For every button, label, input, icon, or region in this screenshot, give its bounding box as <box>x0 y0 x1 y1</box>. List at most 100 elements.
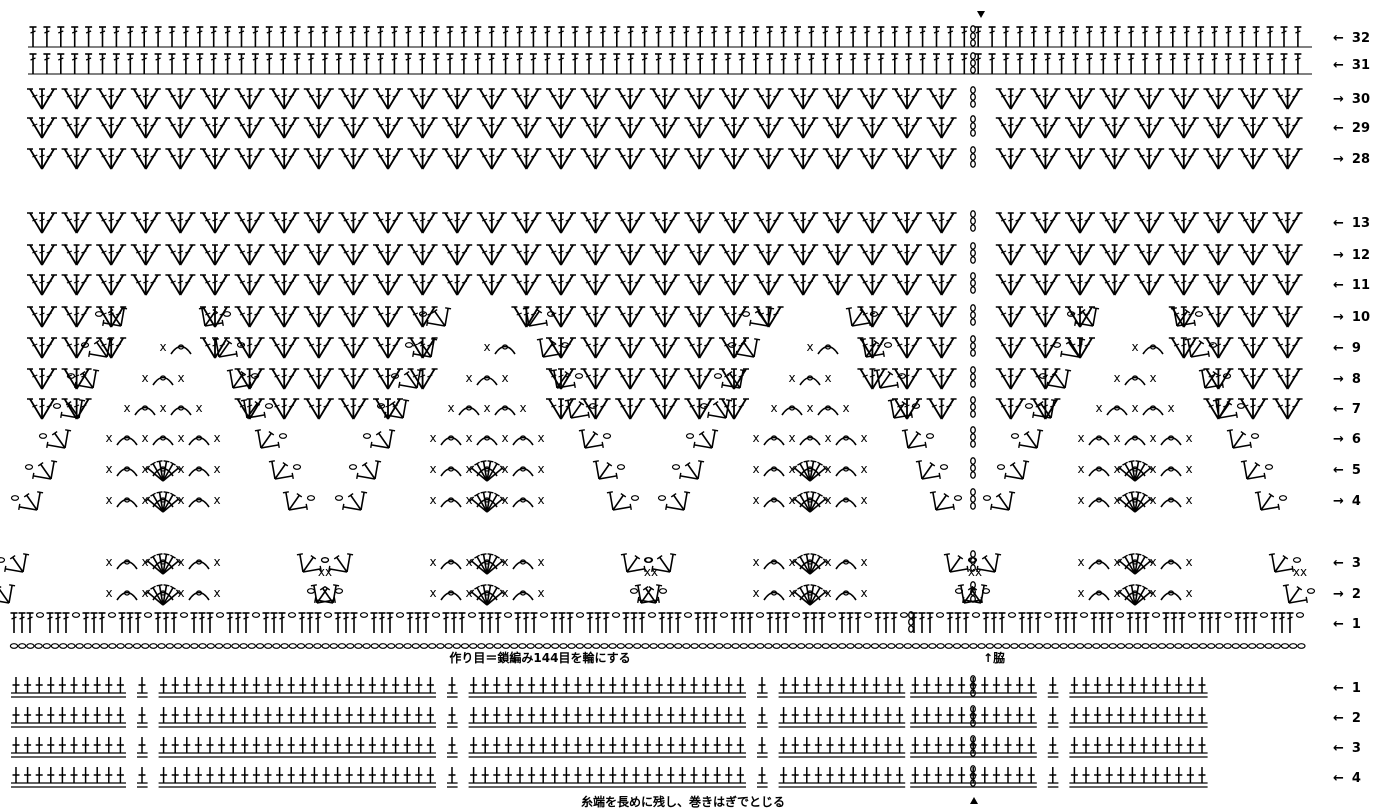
svg-text:x: x <box>447 401 454 415</box>
svg-text:x: x <box>1185 555 1192 569</box>
svg-text:x: x <box>1167 401 1174 415</box>
svg-text:x: x <box>537 586 544 600</box>
upper-row-label: ←7 <box>1333 402 1361 417</box>
svg-text:x: x <box>1077 586 1084 600</box>
chart-row <box>27 367 1303 389</box>
svg-text:x: x <box>1131 340 1138 354</box>
svg-text:x: x <box>123 401 130 415</box>
chart-row <box>27 273 1303 295</box>
upper-row-label: ←29 <box>1333 121 1370 136</box>
svg-text:x: x <box>752 555 759 569</box>
svg-text:x: x <box>159 340 166 354</box>
upper-row-label: ←9 <box>1333 341 1361 356</box>
lower-row-label: ←1 <box>1333 681 1361 696</box>
svg-text:x: x <box>770 401 777 415</box>
chart-row <box>27 211 1303 233</box>
chart-row <box>11 612 1304 633</box>
upper-row-label: ←13 <box>1333 216 1370 231</box>
svg-text:x: x <box>213 462 220 476</box>
upper-row-label: →8 <box>1333 372 1361 387</box>
svg-text:x: x <box>752 586 759 600</box>
svg-text:x: x <box>159 401 166 415</box>
chart-row <box>27 147 1303 169</box>
svg-text:x: x <box>501 371 508 385</box>
svg-text:x: x <box>806 401 813 415</box>
chart-row <box>27 116 1303 138</box>
svg-text:x: x <box>1113 431 1120 445</box>
svg-text:x: x <box>1131 401 1138 415</box>
lower-row <box>11 736 1208 757</box>
svg-text:x: x <box>752 462 759 476</box>
svg-text:x: x <box>105 555 112 569</box>
svg-text:x: x <box>1185 462 1192 476</box>
svg-text:x: x <box>429 493 436 507</box>
top-triangle-marker <box>977 11 985 18</box>
foundation-caption: 作り目＝鎖編み144目を輪にする <box>449 650 630 665</box>
svg-text:x: x <box>824 371 831 385</box>
svg-text:x: x <box>141 371 148 385</box>
side-marker-label: ↑脇 <box>983 650 1005 665</box>
svg-text:x: x <box>1077 555 1084 569</box>
chart-row <box>27 397 1303 419</box>
lower-chart-symbols <box>11 676 1208 787</box>
svg-text:x: x <box>429 431 436 445</box>
svg-text:x: x <box>141 431 148 445</box>
lower-row <box>11 706 1208 727</box>
upper-row-label: →28 <box>1333 152 1370 167</box>
svg-text:x: x <box>752 431 759 445</box>
lace-motif-symbols: xxxxxxxxxxxxxxxxxxxxxxxxxxxxxxxxxxxxxxxx… <box>0 308 1315 605</box>
svg-text:x: x <box>1185 431 1192 445</box>
svg-text:x: x <box>788 431 795 445</box>
svg-text:x: x <box>788 371 795 385</box>
svg-text:x: x <box>1095 401 1102 415</box>
svg-text:x: x <box>1077 431 1084 445</box>
chart-row <box>28 26 1312 47</box>
upper-chart-symbols <box>11 26 1313 633</box>
svg-text:x: x <box>429 462 436 476</box>
svg-text:x: x <box>860 462 867 476</box>
lower-row-label: ←3 <box>1333 741 1361 756</box>
lower-row <box>11 676 1208 697</box>
svg-text:x: x <box>537 493 544 507</box>
svg-text:x: x <box>824 431 831 445</box>
svg-text:x: x <box>1077 462 1084 476</box>
svg-text:x: x <box>860 586 867 600</box>
upper-row-label: ←32 <box>1333 31 1370 46</box>
finish-caption: 糸端を長めに残し、巻きはぎでとじる <box>581 794 785 809</box>
lower-row <box>11 766 1208 787</box>
lower-row-label: ←2 <box>1333 711 1361 726</box>
svg-text:x: x <box>465 371 472 385</box>
upper-row-label: →30 <box>1333 92 1370 107</box>
svg-text:x: x <box>177 371 184 385</box>
svg-text:x: x <box>1113 371 1120 385</box>
svg-text:x: x <box>537 462 544 476</box>
cross-label: xx <box>318 565 332 579</box>
svg-text:x: x <box>213 493 220 507</box>
svg-text:x: x <box>429 586 436 600</box>
chart-row <box>971 427 976 447</box>
upper-row-label: →12 <box>1333 248 1370 263</box>
upper-row-label: →4 <box>1333 494 1361 509</box>
svg-text:x: x <box>195 401 202 415</box>
svg-text:x: x <box>1185 586 1192 600</box>
upper-row-label: ←3 <box>1333 556 1361 571</box>
foundation-chain <box>10 644 1305 649</box>
svg-text:x: x <box>1149 431 1156 445</box>
svg-text:x: x <box>483 340 490 354</box>
svg-text:x: x <box>519 401 526 415</box>
row-labels: ←32←31→30←29→28←13→12←11→10←9→8←7→6←5→4←… <box>1333 31 1370 786</box>
svg-text:x: x <box>105 586 112 600</box>
svg-text:x: x <box>752 493 759 507</box>
lower-row-label: ←4 <box>1333 771 1361 786</box>
bottom-triangle-marker <box>970 797 978 804</box>
svg-text:x: x <box>105 431 112 445</box>
chart-row <box>27 87 1303 109</box>
svg-text:x: x <box>537 431 544 445</box>
chart-row <box>27 243 1303 265</box>
upper-row-label: ←5 <box>1333 463 1361 478</box>
svg-text:x: x <box>860 555 867 569</box>
svg-text:x: x <box>806 340 813 354</box>
svg-text:x: x <box>213 555 220 569</box>
cross-label: xx <box>644 565 658 579</box>
svg-text:x: x <box>105 462 112 476</box>
